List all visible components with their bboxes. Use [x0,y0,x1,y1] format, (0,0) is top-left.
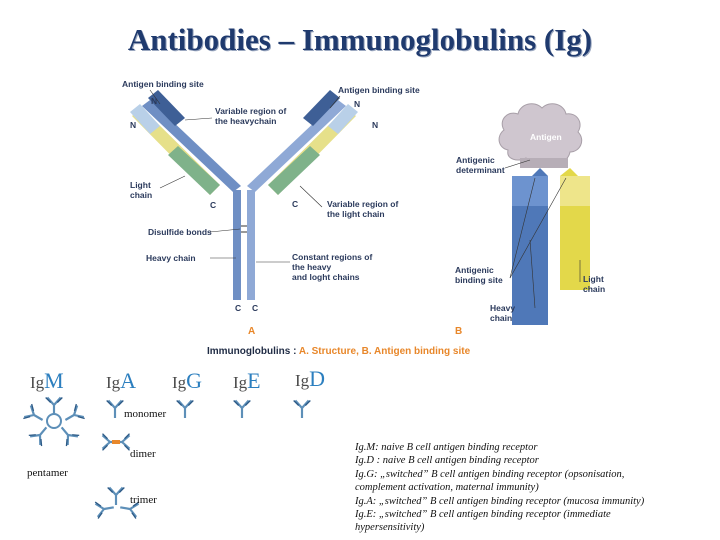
igm-label: IgM [30,368,64,394]
variable-region-light-left [130,104,160,134]
light-chain-constant-left [168,146,220,195]
c-terminus-label-bottom-right: C [252,303,258,313]
ig-descriptions: Ig.M: naive B cell antigen binding recep… [355,441,705,535]
iga-prefix: Ig [106,373,121,392]
antibody-structure: Antigen binding site Antigen binding sit… [122,79,420,313]
heavy-chain-arm-right [247,100,346,192]
c-terminus-label-left: C [210,200,216,210]
description-line: Ig.G: „switched” B cell antigen binding … [355,468,625,480]
description-line: Ig.E: „switched” B cell antigen binding … [355,509,611,521]
description-line: Ig.A: „switched” B cell antigen binding … [355,495,645,507]
iga-letter: A [120,368,137,393]
antigen-label: Antigen [530,132,562,142]
light-chain-b-label-line1: Light [583,274,604,284]
variable-heavy-label-line2: the heavychain [215,116,276,126]
light-chain-b-variable [560,176,590,206]
light-chain-b-label-line2: chain [583,284,605,294]
caption-a: A. Structure, [299,346,362,357]
pentamer-label: pentamer [27,467,68,479]
heavy-chain-stem-left [233,190,241,300]
igg-letter: G [186,368,203,393]
heavy-chain-b-variable [512,176,548,206]
ige-letter: E [247,368,261,393]
igd-label: IgD [295,366,325,392]
trimer-label: trimer [130,494,157,506]
igd-monomer-icon [292,399,312,419]
variable-light-label-line1: Variable region of [327,199,398,209]
antigenic-determinant-label-line2: determinant [456,165,505,175]
constant-regions-label-line1: Constant regions of [292,252,372,262]
iga-dimer-icon [101,432,131,452]
description-line: Ig.M: naive B cell antigen binding recep… [355,442,538,453]
disulfide-bonds-label: Disulfide bonds [148,227,212,237]
constant-regions-label-line2: the heavy [292,262,331,272]
description-line: hypersensitivity) [355,522,425,534]
n-terminus-label-left: N [130,120,136,130]
iga-label: IgA [106,368,136,394]
caption-b: B. Antigen binding site [362,346,471,357]
panel-a-label: A [248,326,255,337]
variable-region-light-right [328,104,358,134]
figure-caption: Immunoglobulins : A. Structure, B. Antig… [207,346,471,357]
igm-pentamer-icon [22,396,86,448]
igg-label: IgG [172,368,202,394]
monomer-label: monomer [124,408,167,420]
ige-label: IgE [233,368,261,394]
panel-b-label: B [455,326,462,337]
igd-prefix: Ig [295,371,310,390]
igm-prefix: Ig [30,373,45,392]
heavy-chain-arm-left [142,100,241,192]
n-terminus-label-left-top: N [151,96,157,106]
antigenic-determinant-shape [520,158,568,168]
dimer-label: dimer [130,448,156,460]
caption-prefix: Immunoglobulins : [207,346,299,357]
n-terminus-label-right-top: N [354,99,360,109]
light-chain-constant-right [268,146,320,195]
heavy-chain-label: Heavy chain [146,253,196,263]
variable-light-label-line2: the light chain [327,209,385,219]
antigenic-binding-site-label-line2: binding site [455,275,503,285]
antigen-binding-panel: Antigen Antigenic determinant Antigenic … [455,103,605,325]
light-chain-label-line2: chain [130,190,152,200]
constant-regions-label-line3: and loght chains [292,272,360,282]
variable-region-heavy-left [148,90,185,126]
heavy-chain-stem-right [247,190,255,300]
variable-region-heavy-right [303,90,340,126]
igm-letter: M [44,368,64,393]
heavy-chain-b-label-line2: chain [490,313,512,323]
description-line: Ig.D : naive B cell antigen binding rece… [355,455,539,467]
ige-monomer-icon [232,399,252,419]
c-terminus-label-right: C [292,199,298,209]
antigenic-binding-site-label-line1: Antigenic [455,265,494,275]
heavy-chain-b-label-line1: Heavy [490,303,515,313]
heavy-chain-b [512,168,548,325]
ige-prefix: Ig [233,373,248,392]
igg-monomer-icon [175,399,195,419]
antigen-binding-site-label-left: Antigen binding site [122,79,204,89]
igd-letter: D [309,366,326,391]
n-terminus-label-right: N [372,120,378,130]
iga-monomer-icon [105,399,125,419]
light-chain-label-line1: Light [130,180,151,190]
antigenic-determinant-label-line1: Antigenic [456,155,495,165]
description-line: complement activation, maternal immunity… [355,482,539,494]
variable-heavy-label-line1: Variable region of [215,106,286,116]
igg-prefix: Ig [172,373,187,392]
c-terminus-label-bottom-left: C [235,303,241,313]
page-title: Antibodies – Immunoglobulins (Ig) [127,22,593,57]
antigen-binding-site-label-right: Antigen binding site [338,85,420,95]
